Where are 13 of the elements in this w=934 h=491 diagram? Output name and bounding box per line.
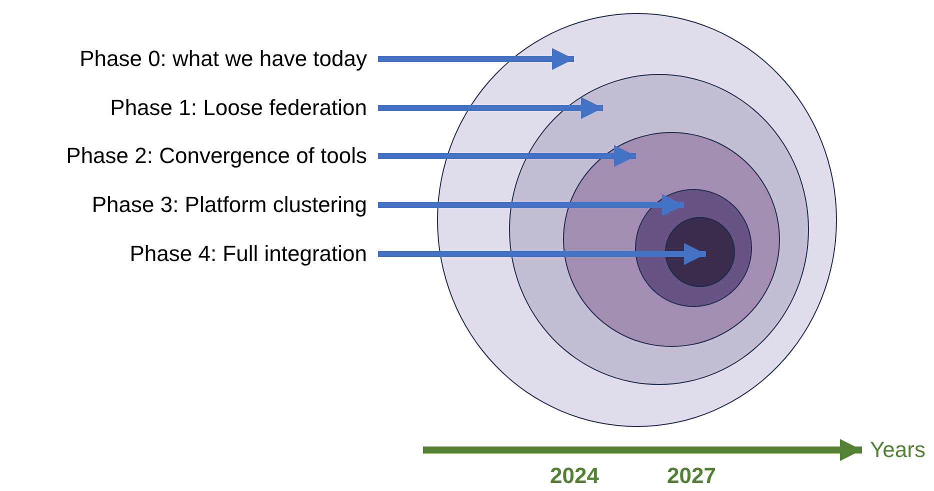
- phase-label: Phase 3: Platform clustering: [92, 191, 378, 219]
- arrow: [378, 194, 684, 216]
- year-label: 2027: [667, 462, 716, 490]
- arrow: [378, 48, 574, 70]
- phase-label: Phase 4: Full integration: [130, 240, 378, 268]
- phase-label: Phase 1: Loose federation: [110, 94, 378, 122]
- arrow: [378, 243, 706, 265]
- phase-label: Phase 2: Convergence of tools: [66, 142, 378, 170]
- arrow: [378, 97, 603, 119]
- year-label: 2024: [550, 462, 599, 490]
- phase-label: Phase 0: what we have today: [80, 45, 378, 73]
- axis-label: Years: [870, 436, 926, 464]
- arrow: [378, 145, 636, 167]
